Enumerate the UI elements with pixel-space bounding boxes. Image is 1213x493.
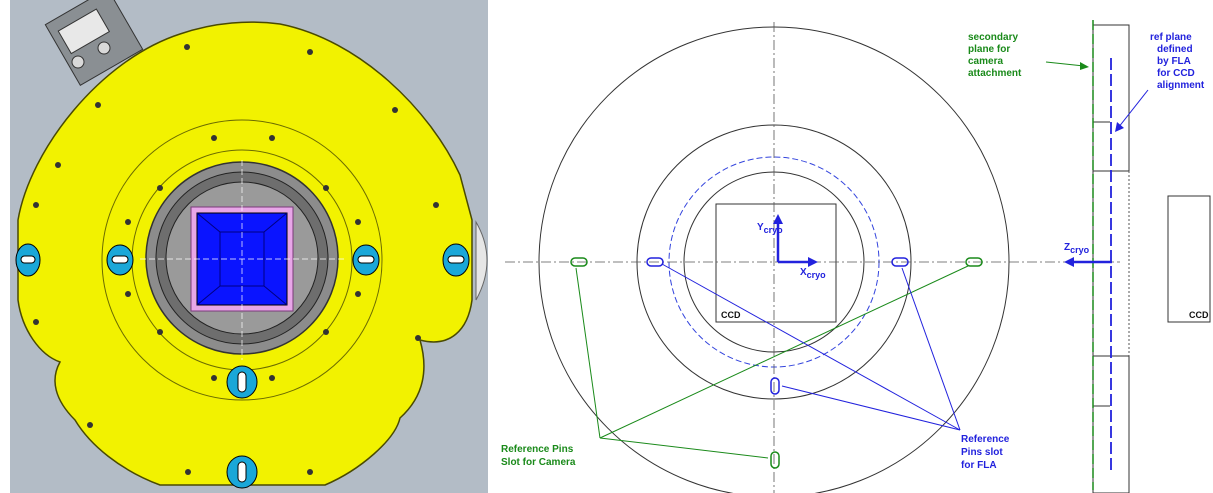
y-cryo-label: Ycryo	[757, 222, 783, 235]
z-axis-arrowhead	[1064, 257, 1074, 267]
pin-slot-bottom-inner	[226, 365, 258, 399]
fla-slot-right	[891, 257, 909, 267]
camera-slots-line-1: Reference Pins	[501, 444, 574, 455]
y-cryo-main: Y	[757, 222, 764, 233]
x-cryo-main: X	[800, 267, 807, 278]
secondary-plane-line-3: camera	[968, 56, 1003, 67]
z-cryo-main: Z	[1064, 242, 1070, 253]
x-cryo-label: Xcryo	[800, 267, 826, 280]
ref-plane-line-4: for CCD	[1157, 68, 1195, 79]
fla-slots-line-1: Reference	[961, 434, 1010, 445]
pin-slot-right-inner	[352, 244, 380, 276]
ref-plane-line-5: alignment	[1157, 80, 1205, 91]
camera-slots-line-2: Slot for Camera	[501, 457, 576, 468]
pin-slot-left-outer	[15, 243, 41, 277]
text-labels: CCD CCD Ycryo Xcryo Zcryo secondary plan…	[501, 32, 1209, 471]
camera-slot-bottom	[770, 451, 780, 469]
secondary-plane-label: secondary plane for camera attachment	[968, 32, 1022, 79]
ccd-outline-side	[1167, 195, 1211, 323]
render-pin-slots	[15, 243, 470, 489]
plate-outer-ring	[101, 119, 383, 401]
ref-plane-pointer	[1117, 89, 1149, 129]
fla-slot-bottom	[770, 377, 780, 395]
fla-slots-line-3: for FLA	[961, 460, 997, 471]
x-axis-arrowhead	[808, 257, 818, 267]
secondary-plane-line-2: plane for	[968, 44, 1010, 55]
camera-leader-lines	[575, 265, 969, 459]
y-axis-arrowhead	[773, 214, 783, 224]
screw-holes	[33, 44, 439, 475]
front-view-schematic	[505, 22, 1120, 493]
ref-plane-line-3: by FLA	[1157, 56, 1191, 67]
side-view-schematic	[1045, 20, 1211, 493]
secondary-plane-line-1: secondary	[968, 32, 1018, 43]
ref-plane-line-2: defined	[1157, 44, 1193, 55]
z-cryo-sub: cryo	[1070, 245, 1090, 255]
ccd-label-front: CCD	[721, 310, 741, 320]
side-tab	[475, 220, 488, 301]
ref-plane-pointer-head	[1115, 122, 1124, 132]
pin-slot-right-outer	[442, 243, 470, 277]
top-bracket	[44, 0, 144, 86]
ref-plane-label: ref plane defined by FLA for CCD alignme…	[1150, 32, 1205, 91]
ccd-label-side: CCD	[1189, 310, 1209, 320]
cad-render-panel	[10, 0, 488, 493]
fla-slots-line-2: Pins slot	[961, 447, 1003, 458]
y-cryo-sub: cryo	[764, 225, 784, 235]
pin-slot-left-inner	[106, 244, 134, 276]
x-cryo-sub: cryo	[807, 270, 827, 280]
fla-slots-label: Reference Pins slot for FLA	[961, 434, 1012, 471]
ref-plane-line-1: ref plane	[1150, 32, 1192, 43]
camera-slots-label: Reference Pins Slot for Camera	[501, 444, 576, 468]
secondary-plane-line-4: attachment	[968, 68, 1022, 79]
side-flange-bottom	[1092, 355, 1130, 493]
pin-slot-bottom-outer	[226, 455, 258, 489]
z-cryo-label: Zcryo	[1064, 242, 1090, 255]
camera-slot-right	[965, 257, 983, 267]
fla-slot-left	[646, 257, 664, 267]
secondary-plane-pointer-head	[1080, 62, 1089, 70]
secondary-plane-pointer	[1045, 61, 1085, 67]
fla-leader-lines	[661, 263, 961, 431]
camera-slot-left	[570, 257, 588, 267]
